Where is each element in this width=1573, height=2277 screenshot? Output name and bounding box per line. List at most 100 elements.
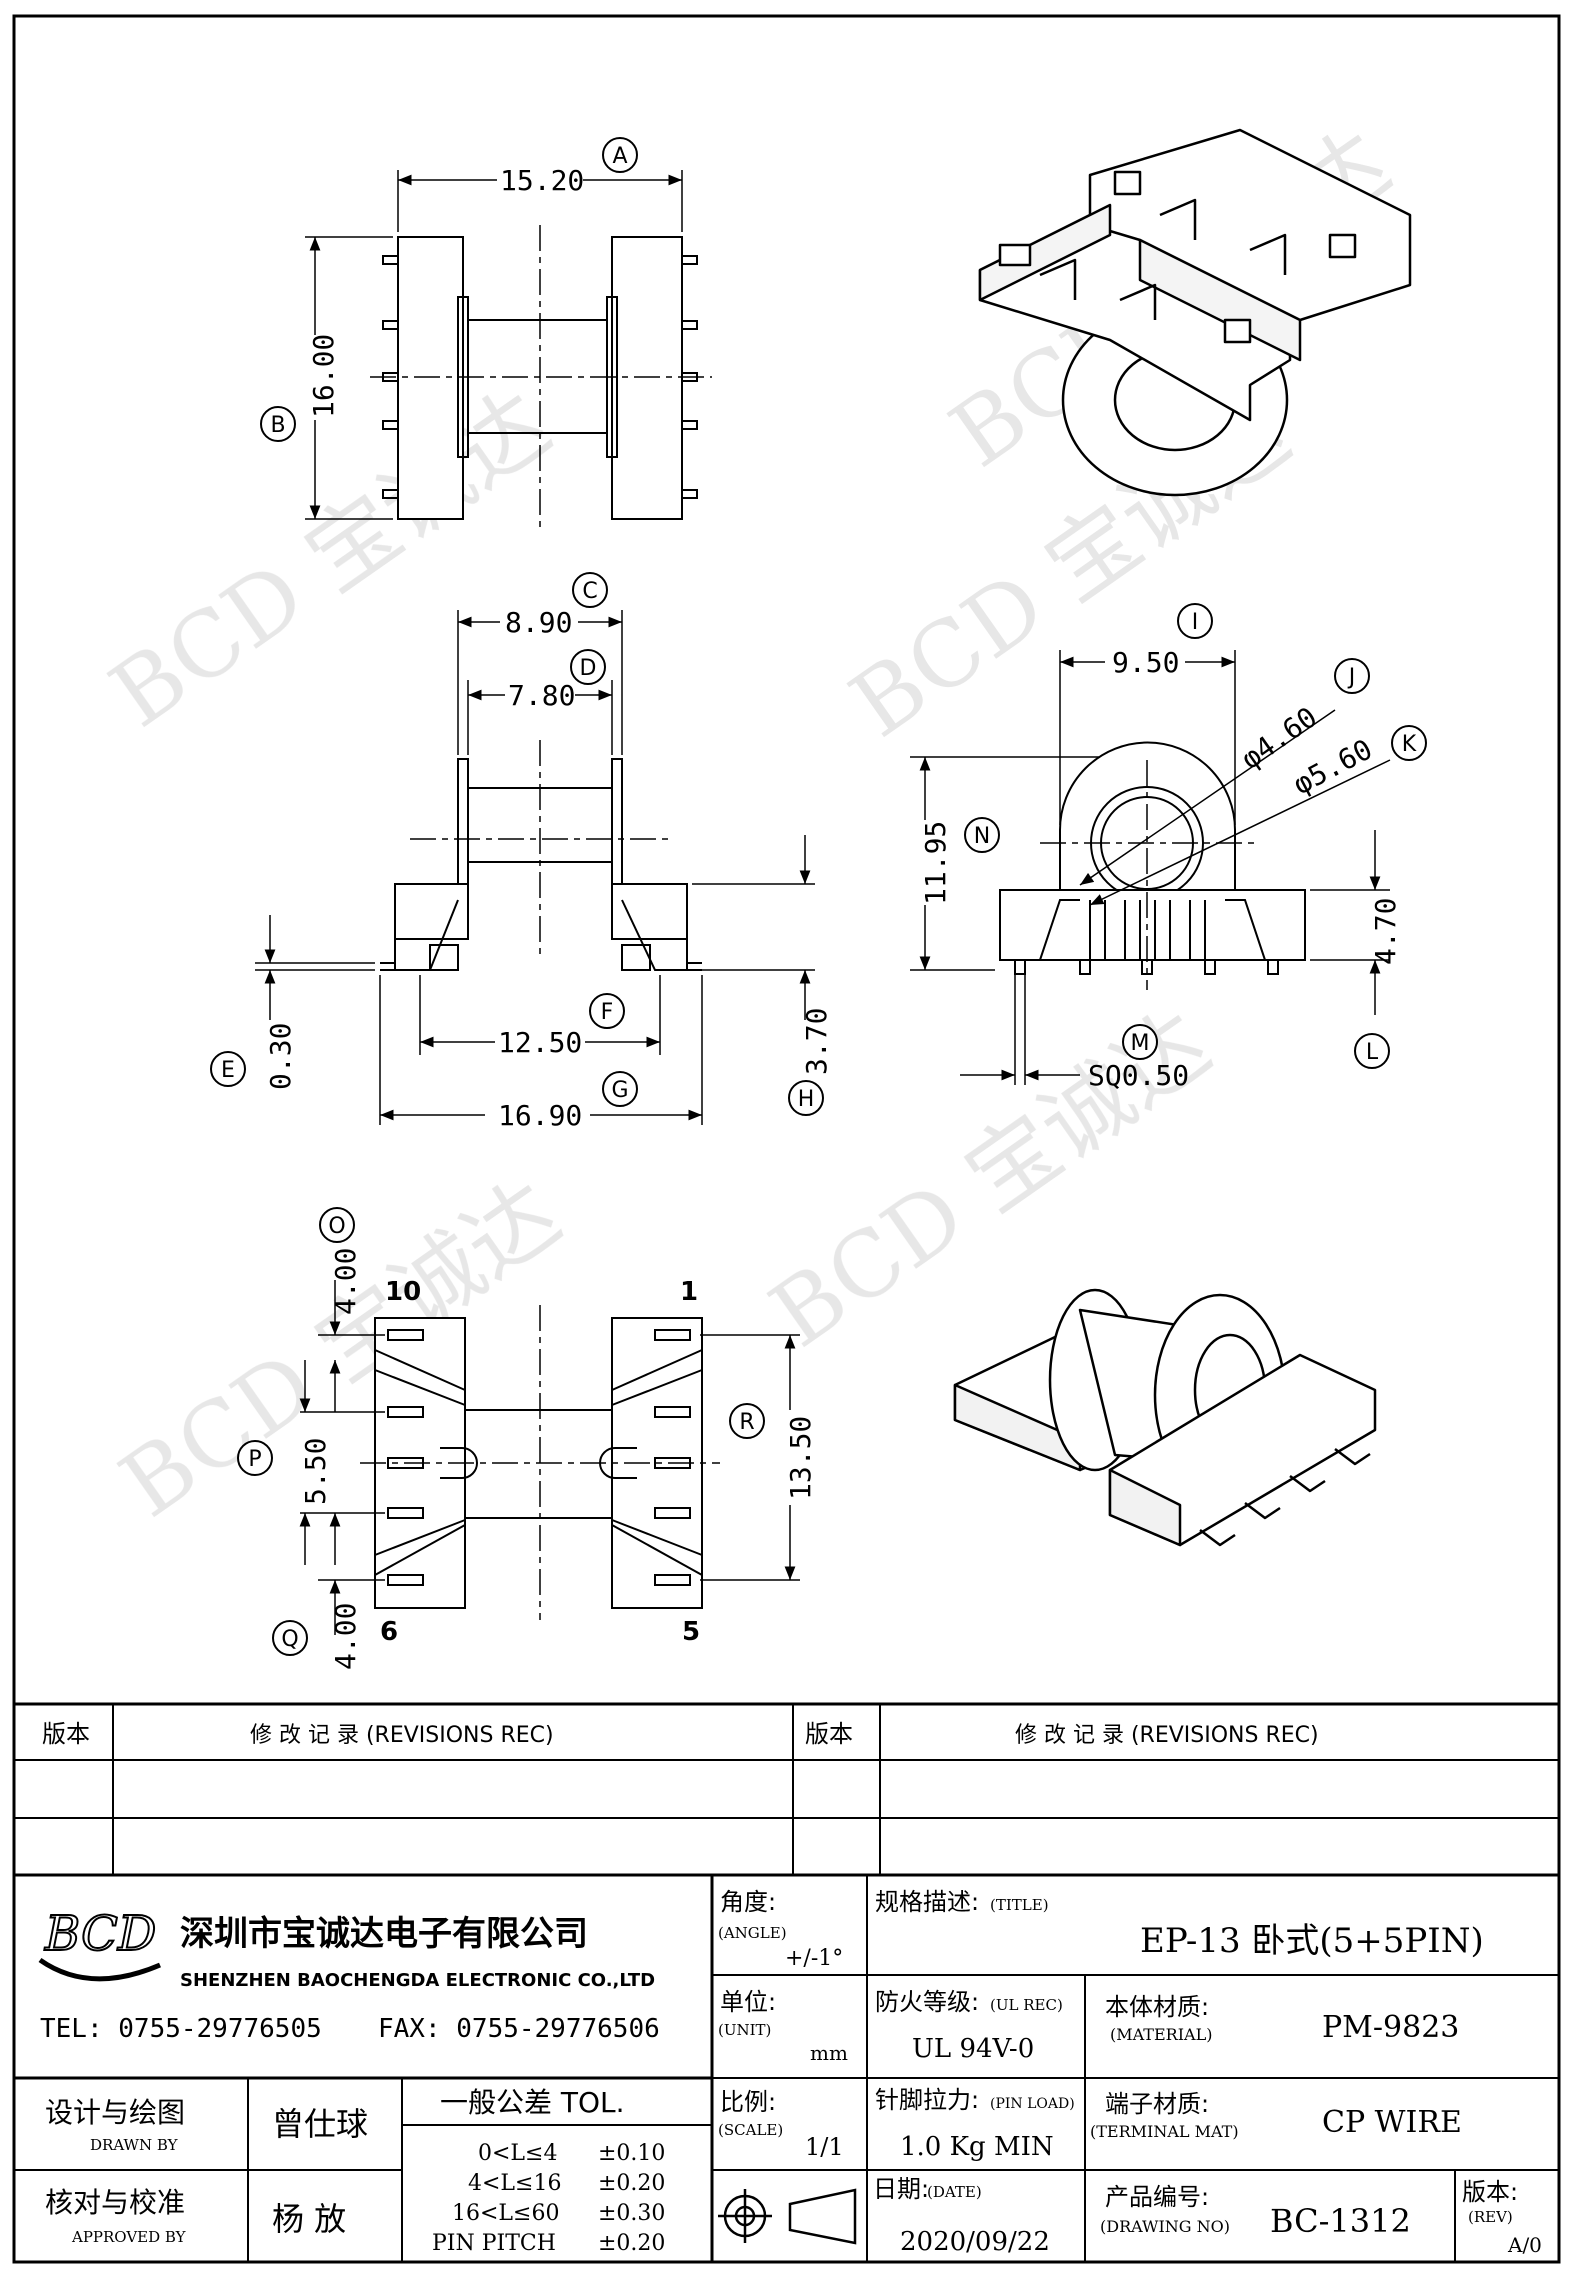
ul-label: 防火等级:	[875, 1988, 979, 2016]
date-value: 2020/09/22	[900, 2227, 1050, 2257]
material-value: PM-9823	[1322, 2010, 1459, 2045]
title-block-grid	[14, 1875, 1559, 2262]
callout-n: N	[974, 824, 990, 849]
terminal-en: (TERMINAL MAT)	[1090, 2122, 1239, 2141]
logo-text: BCD	[44, 1906, 156, 1962]
title-label: 规格描述:	[875, 1888, 979, 1916]
drawing-value: BC-1312	[1270, 2202, 1411, 2240]
dim-end-height: 11.95	[919, 821, 952, 905]
scale-label: 比例:	[720, 2088, 776, 2116]
designer-value: 曾仕球	[272, 2105, 368, 2143]
callout-g: G	[611, 1078, 628, 1103]
designer-en: DRAWN BY	[90, 2136, 179, 2154]
tol-range-3: PIN PITCH	[432, 2231, 556, 2256]
date-en: (DATE)	[927, 2183, 982, 2201]
pinload-label: 针脚拉力:	[875, 2086, 979, 2114]
rev-version-header-left: 版本	[42, 1720, 90, 1748]
unit-label: 单位:	[720, 1988, 776, 2016]
approver-label: 核对与校准	[45, 2186, 185, 2219]
callout-m: M	[1131, 1031, 1150, 1056]
rev-label: 版本:	[1462, 2178, 1518, 2206]
rev-en: (REV)	[1468, 2208, 1513, 2226]
rev-value: A/0	[1507, 2233, 1542, 2257]
iso-view-top	[978, 128, 1412, 497]
company-logo: BCD	[38, 1905, 161, 1982]
callout-l: L	[1366, 1040, 1379, 1065]
iso-view-bottom	[953, 1288, 1377, 1547]
unit-en: (UNIT)	[718, 2021, 771, 2039]
sheet-border	[12, 14, 1561, 2264]
pin-label-6: 6	[380, 1617, 398, 1647]
dim-side-flange: 8.90	[505, 606, 572, 639]
projection-symbol-icon	[718, 2188, 857, 2245]
company-name-cn: 深圳市宝诚达电子有限公司	[180, 1914, 588, 1954]
title-value: EP-13 卧式(5+5PIN)	[1140, 1921, 1484, 1961]
tol-range-2: 16<L≤60	[452, 2201, 559, 2226]
tol-label: 一般公差 TOL.	[440, 2086, 625, 2119]
callouts	[210, 137, 1427, 1656]
dim-top-width: 15.20	[500, 164, 584, 197]
ul-en: (UL REC)	[990, 1996, 1063, 2014]
dim-bottom-bottom-gap: 4.00	[329, 1603, 362, 1670]
terminal-value: CP WIRE	[1322, 2105, 1462, 2140]
dim-side-pin-offset: 0.30	[264, 1023, 297, 1090]
callout-j: J	[1347, 665, 1356, 690]
callout-h: H	[798, 1087, 815, 1112]
dim-bottom-top-gap: 4.00	[329, 1248, 362, 1315]
callout-o: O	[328, 1214, 345, 1239]
dim-pin-square: SQ0.50	[1088, 1059, 1189, 1092]
date-label: 日期:	[873, 2175, 929, 2203]
company-name-en: SHENZHEN BAOCHENGDA ELECTRONIC CO.,LTD	[180, 1970, 655, 1991]
dim-side-inner: 7.80	[508, 679, 575, 712]
callout-c: C	[582, 579, 597, 604]
dim-side-base-outer: 16.90	[498, 1099, 582, 1132]
pin-label-10: 10	[385, 1277, 421, 1307]
rev-record-header-left: 修 改 记 录 (REVISIONS REC)	[250, 1723, 554, 1748]
end-view	[910, 650, 1391, 1085]
side-view	[255, 610, 815, 1125]
dim-top-height: 16.00	[307, 334, 340, 418]
callout-letters: A B C D E F G H I J K L M N O P Q R	[221, 144, 1417, 1652]
tol-value-3: ±0.20	[598, 2231, 665, 2256]
rev-record-header-right: 修 改 记 录 (REVISIONS REC)	[1015, 1723, 1319, 1748]
dim-bottom-pitch: 5.50	[299, 1438, 332, 1505]
bottom-view	[299, 1280, 800, 1635]
unit-value: mm	[810, 2041, 848, 2065]
dim-diameter-outer: φ5.60	[1288, 732, 1378, 801]
ul-value: UL 94V-0	[912, 2034, 1034, 2064]
approver-value: 杨 放	[272, 2200, 346, 2238]
angle-label: 角度:	[720, 1888, 776, 1916]
dim-side-base-inner: 12.50	[498, 1026, 582, 1059]
callout-p: P	[248, 1447, 261, 1472]
scale-value: 1/1	[805, 2133, 844, 2161]
dim-side-base-height: 3.70	[800, 1008, 833, 1075]
tolerance-table: 0<L≤4 ±0.10 4<L≤16 ±0.20 16<L≤60 ±0.30 P…	[432, 2141, 665, 2256]
rev-version-header-right: 版本	[805, 1720, 853, 1748]
designer-label: 设计与绘图	[45, 2096, 185, 2129]
callout-d: D	[580, 656, 597, 681]
callout-q: Q	[281, 1627, 298, 1652]
pinload-en: (PIN LOAD)	[990, 2096, 1075, 2112]
pin-label-1: 1	[680, 1277, 698, 1307]
tol-value-0: ±0.10	[598, 2141, 665, 2166]
material-label: 本体材质:	[1105, 1993, 1209, 2021]
angle-value: +/-1°	[785, 1946, 843, 1971]
callout-e: E	[221, 1058, 235, 1083]
company-tel: TEL: 0755-29776505	[40, 2014, 322, 2044]
company-fax: FAX: 0755-29776506	[378, 2014, 660, 2044]
top-view	[305, 170, 712, 530]
drawing-label: 产品编号:	[1105, 2183, 1209, 2211]
watermark-1: BCD 宝诚达	[92, 371, 568, 748]
callout-b: B	[270, 413, 285, 438]
dim-bottom-span: 13.50	[784, 1416, 817, 1500]
terminal-label: 端子材质:	[1105, 2090, 1209, 2118]
tol-range-1: 4<L≤16	[468, 2171, 561, 2196]
callout-k: K	[1402, 732, 1417, 757]
pin-label-5: 5	[682, 1617, 700, 1647]
approver-en: APPROVED BY	[71, 2228, 187, 2246]
dim-end-width: 9.50	[1112, 646, 1179, 679]
dim-end-base: 4.70	[1369, 898, 1402, 965]
callout-r: R	[739, 1410, 754, 1435]
tol-value-2: ±0.30	[598, 2201, 665, 2226]
